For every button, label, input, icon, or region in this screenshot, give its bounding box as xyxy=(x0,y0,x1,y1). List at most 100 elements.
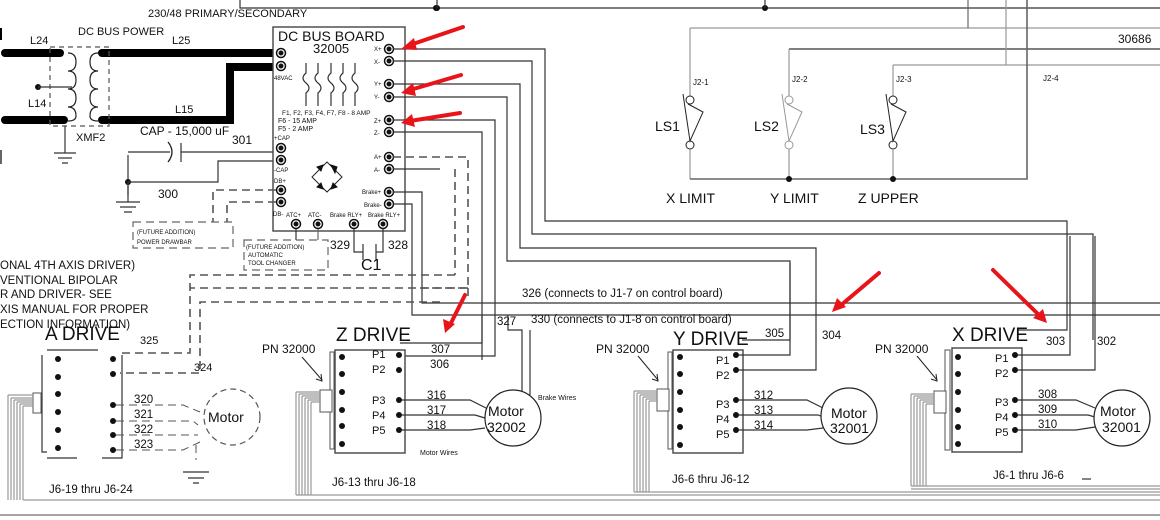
y-p3-label: P3 xyxy=(716,399,729,411)
axis-wires xyxy=(120,48,1160,395)
power-title-2: DC BUS POWER xyxy=(78,26,164,38)
x-drive: X DRIVE PN 32000 P1 P2 P3 P4 P5 303 302 … xyxy=(875,236,1151,486)
y-limit-label: Y LIMIT xyxy=(770,190,819,206)
bottom-harness xyxy=(0,485,1160,516)
y-drive-terminals xyxy=(677,352,739,448)
ls3-label: LS3 xyxy=(860,121,885,137)
left-terminals: +CAP -CAP DB+ DB- xyxy=(273,136,290,218)
wire-305-label: 305 xyxy=(765,328,784,340)
term-a-minus-label: A- xyxy=(374,168,380,174)
arrow-annotation-icon xyxy=(401,73,463,96)
ls1-label: LS1 xyxy=(655,118,680,134)
wire-322-label: 322 xyxy=(134,424,153,436)
term-brake-rly1-label: Brake RLY+ xyxy=(330,213,363,219)
z-drive-range: J6-13 thru J6-18 xyxy=(332,477,416,489)
z-p2-label: P2 xyxy=(372,364,385,376)
x-p2-label: P2 xyxy=(995,368,1008,380)
atc-box xyxy=(243,239,329,271)
primary-coil xyxy=(67,52,77,122)
annotation-arrows xyxy=(401,25,1047,333)
term-brake-plus-label: Brake+ xyxy=(362,190,382,196)
dc-bus-board: DC BUS BOARD 32005 48VAC F1, F2, F3, F4,… xyxy=(272,26,406,232)
wire-308-label: 308 xyxy=(1038,389,1057,401)
wire-304-label: 304 xyxy=(822,330,842,342)
y-drive-pn: PN 32000 xyxy=(596,342,650,356)
y-motor-label-1: Motor xyxy=(831,405,867,421)
z-motor-label-1: Motor xyxy=(488,403,524,419)
wire-306-label: 306 xyxy=(430,359,449,371)
vac-label: 48VAC xyxy=(274,76,293,82)
a-drive: A DRIVE 325 324 320 321 322 323 Motor J6… xyxy=(7,324,261,500)
term-x-minus-label: X- xyxy=(374,60,380,66)
x-p5-label: P5 xyxy=(995,427,1008,439)
future-additions: (FUTURE ADDITION) POWER DRAWBAR (FUTURE … xyxy=(132,189,329,271)
secondary-coil xyxy=(89,52,99,122)
capacitor: CAP - 15,000 uF 301 300 xyxy=(116,124,280,213)
term-y-minus-label: Y- xyxy=(374,95,379,101)
z-p3-label: P3 xyxy=(372,395,385,407)
bottom-terminals: ATC+ ATC- Brake RLY+ Brake RLY+ xyxy=(286,213,401,230)
wire-324-label: 324 xyxy=(194,362,212,374)
arrow-annotation-icon xyxy=(443,293,467,333)
wire-317-label: 317 xyxy=(427,405,446,417)
power-drawbar-box xyxy=(132,221,234,249)
wire-300-label: 300 xyxy=(158,187,178,201)
wire-321-label: 321 xyxy=(134,409,153,421)
note-line-5: ECTION INFORMATION) xyxy=(0,319,130,331)
ls3-switch-icon xyxy=(885,93,907,150)
ground-icon xyxy=(116,201,140,213)
ref-number: 30686 xyxy=(1118,32,1152,46)
ls2-conn: J2-2 xyxy=(792,75,808,84)
term-a-plus-label: A+ xyxy=(374,155,382,161)
term-brake-minus-label: Brake- xyxy=(364,203,382,209)
z-p1-label: P1 xyxy=(372,349,385,361)
x-motor-label-2: 32001 xyxy=(1102,419,1141,435)
x-drive-title: X DRIVE xyxy=(952,325,1028,346)
ls2-switch-icon xyxy=(781,93,803,150)
x-p3-label: P3 xyxy=(995,397,1008,409)
a-drive-terminals xyxy=(55,356,116,453)
y-p5-label: P5 xyxy=(716,429,729,441)
term-db-minus-label: DB- xyxy=(273,212,283,218)
y-drive-range: J6-6 thru J6-12 xyxy=(672,474,749,486)
fuse-array xyxy=(302,63,359,106)
wire-302-label: 302 xyxy=(1097,336,1116,348)
wire-307-label: 307 xyxy=(431,344,450,356)
y-motor-label-2: 32001 xyxy=(830,420,869,436)
y-drive-box xyxy=(672,349,744,454)
term-x-plus-label: X+ xyxy=(374,47,382,53)
power-title-1: 230/48 PRIMARY/SECONDARY xyxy=(148,8,308,20)
z-drive-box xyxy=(334,349,406,454)
dc-bus-board-box xyxy=(272,26,406,232)
x-limit-label: X LIMIT xyxy=(666,190,715,206)
y-p1-label: P1 xyxy=(716,355,729,367)
term-atc-minus-label: ATC- xyxy=(308,213,322,219)
label-l24: L24 xyxy=(30,35,48,47)
a-motor-icon xyxy=(203,388,261,446)
ground-icon xyxy=(54,152,76,164)
arrow-annotation-icon xyxy=(991,268,1047,323)
wire-326-label: 326 (connects to J1-7 on control board) xyxy=(522,288,723,300)
arrow-annotation-icon xyxy=(401,111,462,127)
atc-note-1: (FUTURE ADDITION) xyxy=(246,245,304,251)
wire-327-label: 327 xyxy=(497,316,516,328)
note-line-4: XIS MANUAL FOR PROPER xyxy=(0,304,148,316)
y-drive: Y DRIVE PN 32000 P1 P2 P3 P4 P5 305 304 … xyxy=(596,263,878,492)
x-p4-label: P4 xyxy=(995,412,1008,424)
z-motor-label-2: 32002 xyxy=(487,419,526,435)
z-drive: Z DRIVE PN 32000 P1 P2 P3 P4 P5 307 306 … xyxy=(262,325,577,495)
z-p4-label: P4 xyxy=(372,410,385,422)
label-l15: L15 xyxy=(175,104,193,116)
a-drive-range: J6-19 thru J6-24 xyxy=(49,484,133,496)
fuse-note-1: F1, F2, F3, F4, F7, F8 - 8 AMP xyxy=(282,110,371,117)
x-motor-label-1: Motor xyxy=(1100,403,1136,419)
limit-switches: J2-1 J2-2 J2-3 J2-4 30686 LS1 LS2 LS3 xyxy=(655,0,1160,206)
ls1-conn: J2-1 xyxy=(693,78,709,87)
x-motor-icon xyxy=(1093,389,1151,447)
x-drive-pn: PN 32000 xyxy=(875,342,929,356)
z-drive-pn: PN 32000 xyxy=(262,342,316,356)
wire-323-label: 323 xyxy=(134,439,153,451)
cap-label: CAP - 15,000 uF xyxy=(140,124,229,138)
wire-310-label: 310 xyxy=(1038,419,1057,431)
wire-314-label: 314 xyxy=(754,420,774,432)
